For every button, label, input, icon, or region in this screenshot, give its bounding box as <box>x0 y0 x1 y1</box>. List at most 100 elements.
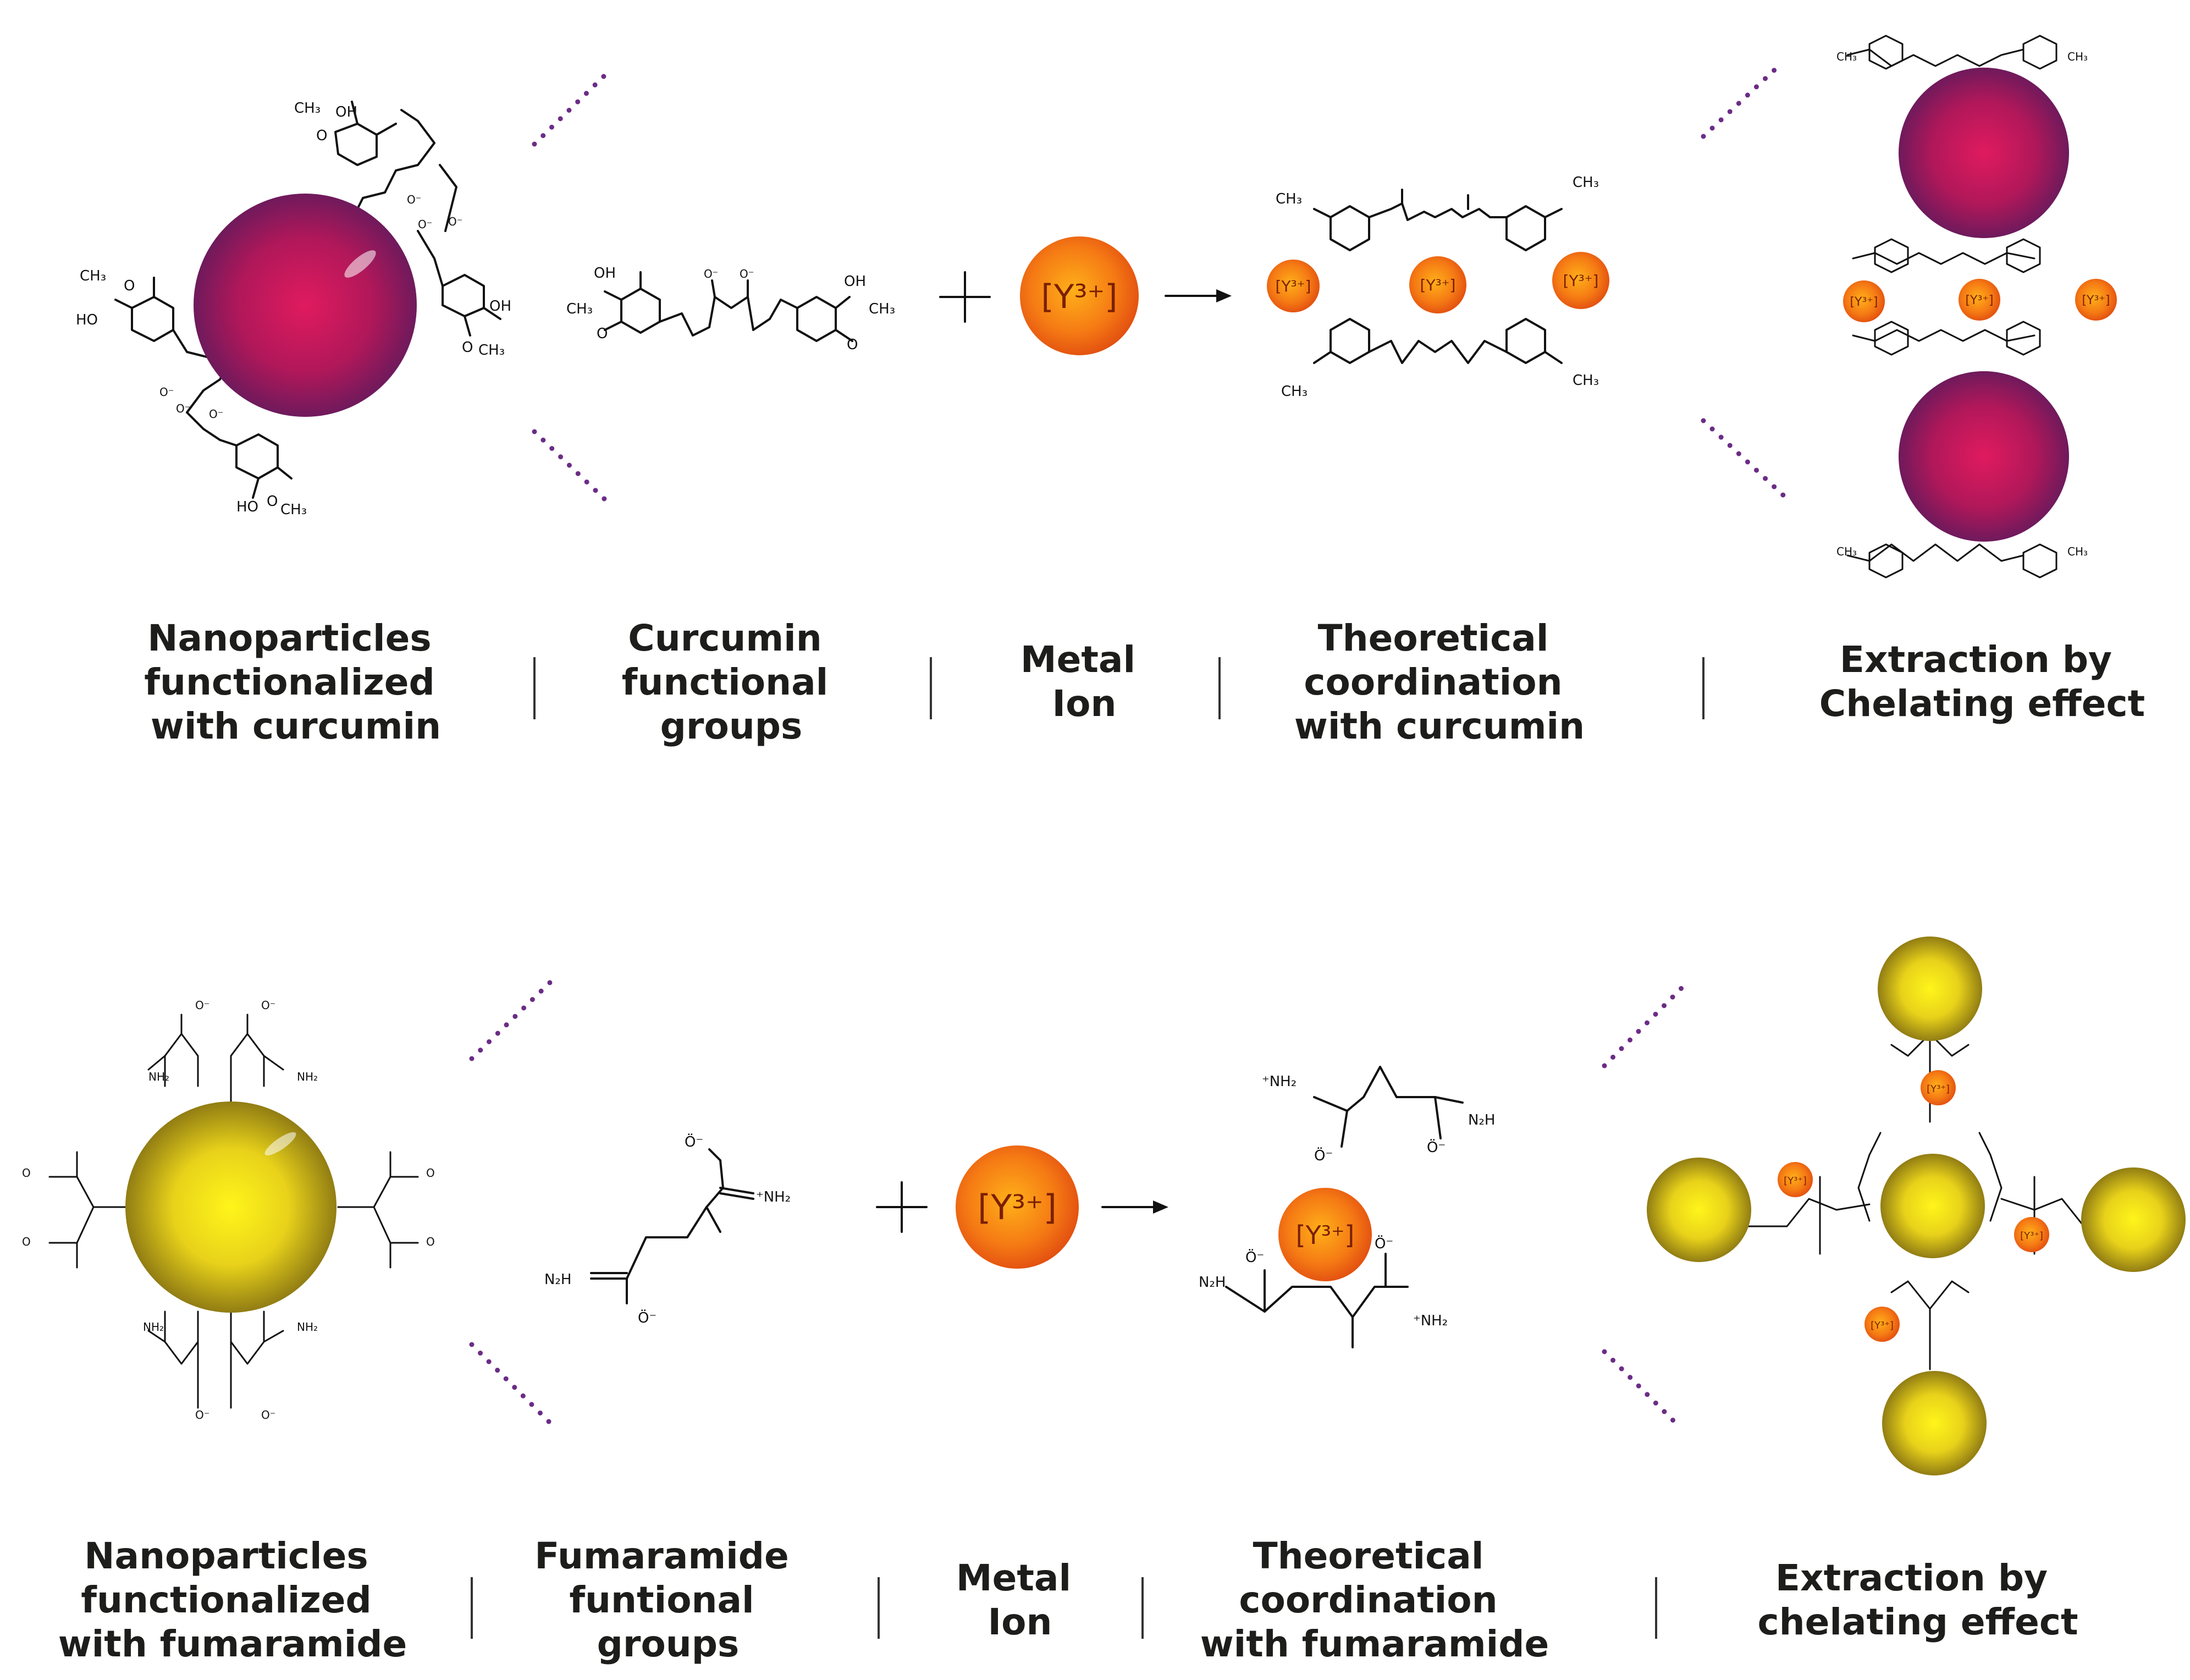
label-nanoparticles-curcumin: Nanoparticles functionalized with curcum… <box>144 617 448 747</box>
reaction-arrow <box>1165 289 1232 302</box>
chem-label-n2h: N₂H <box>1468 1112 1495 1128</box>
chem-label-ch3: CH₃ <box>2067 545 2088 558</box>
reaction-arrow <box>1101 1200 1168 1214</box>
plus-sign <box>939 271 991 323</box>
label-extraction-curcumin: Extraction by Chelating effect <box>1819 638 2145 725</box>
chem-label-o-minus: O⁻ <box>448 215 462 228</box>
label-extraction-fumaramide: Extraction by chelating effect <box>1757 1557 2078 1643</box>
chem-label-ch3: CH₃ <box>1281 383 1308 400</box>
chem-label-oh: OH <box>594 265 616 282</box>
chem-label-o-minus: O⁻ <box>704 267 718 280</box>
chem-label-ch3: CH₃ <box>1836 50 1857 63</box>
chem-label-o-minus: O⁻ <box>209 407 223 421</box>
particle-highlight <box>344 250 376 278</box>
ion-label: [Y³⁺] <box>1296 1220 1355 1250</box>
gold-nanoparticle-4 <box>1880 1154 1985 1258</box>
ion-label: [Y³⁺] <box>1784 1175 1807 1187</box>
plus-sign <box>876 1181 928 1233</box>
curcumin-coordination: [Y³⁺] [Y³⁺] [Y³⁺] CH₃ CH₃ CH₃ CH₃ <box>1267 174 1609 400</box>
ion-label: [Y³⁺] <box>1871 1320 1894 1331</box>
fumaramide-coordination: [Y³⁺] ⁺NH₂ N₂H Ö⁻ Ö⁻ N₂H Ö⁻ Ö⁻ ⁺NH₂ <box>1199 1066 1495 1348</box>
chem-label-o-anion: Ö⁻ <box>1375 1235 1393 1252</box>
chem-label-oh: OH <box>844 273 866 290</box>
ion-label: [Y³⁺] <box>2082 294 2110 307</box>
chem-label-o-minus: O⁻ <box>195 999 209 1012</box>
gold-nanoparticle-1 <box>125 1101 337 1313</box>
chem-label-nh2: NH₂ <box>297 1320 318 1334</box>
label-nanoparticles-fumaramide: Nanoparticles functionalized with fumara… <box>58 1535 407 1665</box>
purple-nanoparticle-2 <box>1899 68 2069 238</box>
chem-label-ch3: CH₃ <box>478 342 505 359</box>
ion-label: [Y³⁺] <box>1420 276 1456 294</box>
curcumin-nanoparticle-group: CH₃ OH O O⁻ O⁻ O⁻ OH O CH₃ CH₃ O HO O⁻ O… <box>76 100 511 518</box>
chem-label-o-minus: O⁻ <box>261 999 275 1012</box>
chem-label-o-anion: Ö⁻ <box>1427 1138 1446 1156</box>
chem-label-ch3: CH₃ <box>869 301 895 317</box>
dotted-connector <box>469 1342 555 1428</box>
chem-label-ch3: CH₃ <box>1573 174 1599 191</box>
chem-label-oh: OH <box>335 104 357 120</box>
metal-ion-small <box>1843 280 1885 322</box>
label-theoretical-fumaramide: Theoretical coordination with fumaramide <box>1200 1535 1549 1665</box>
dotted-connector <box>1602 1349 1680 1427</box>
curcumin-functional-group: OH CH₃ O O⁻ O⁻ OH O CH₃ <box>566 265 895 353</box>
metal-ion-small <box>1267 260 1320 312</box>
curcumin-extraction: [Y³⁺] [Y³⁺] [Y³⁺] CH₃ CH₃ CH₃ CH₃ <box>1836 35 2117 579</box>
fumaramide-functional-group: N₂H Ö⁻ Ö⁻ ⁺NH₂ <box>544 1133 791 1326</box>
chem-label-ch3: CH₃ <box>566 301 593 317</box>
curcumin-chain-lower <box>114 277 293 499</box>
metal-ion-small <box>1778 1162 1813 1197</box>
chem-label-o: O <box>426 1166 435 1180</box>
chem-label-o-anion: Ö⁻ <box>638 1309 657 1326</box>
purple-nanoparticle-3 <box>1899 371 2069 542</box>
label-curcumin-groups: Curcumin functional groups <box>622 617 841 747</box>
ion-label: [Y³⁺] <box>1850 295 1878 309</box>
chem-label-o-minus: O⁻ <box>195 1408 209 1422</box>
chem-label-nh2: NH₂ <box>148 1070 169 1083</box>
metal-ion: [Y³⁺] <box>956 1145 1079 1269</box>
ion-label: [Y³⁺] <box>1965 294 1993 307</box>
dotted-connector <box>469 977 555 1061</box>
chem-label-nh2: NH₂ <box>143 1320 164 1334</box>
purple-nanoparticle-1 <box>194 194 417 417</box>
ion-label: [Y³⁺] <box>978 1187 1057 1227</box>
label-theoretical-curcumin: Theoretical coordination with curcumin <box>1294 617 1585 747</box>
dotted-connector <box>1602 984 1685 1068</box>
chem-label-ch3: CH₃ <box>80 268 106 284</box>
chem-label-o: O <box>462 339 473 356</box>
chem-label-ch3: CH₃ <box>294 100 321 117</box>
row1-labels: Nanoparticles functionalized with curcum… <box>144 617 2145 747</box>
chem-label-o-anion: Ö⁻ <box>1314 1147 1333 1164</box>
label-metal-ion: Metal Ion <box>956 1557 1084 1643</box>
chem-label-nh2: NH₂ <box>297 1070 318 1083</box>
chem-label-o: O <box>124 278 135 294</box>
chem-label-o: O <box>316 128 327 144</box>
label-metal-ion: Metal Ion <box>1020 638 1148 725</box>
chem-label-o-anion: Ö⁻ <box>1245 1248 1264 1266</box>
ion-label: [Y³⁺] <box>2020 1230 2043 1242</box>
chem-label-o-minus: O⁻ <box>176 402 190 415</box>
chem-label-o: O <box>22 1235 31 1248</box>
ion-label: [Y³⁺] <box>1927 1083 1950 1095</box>
chem-label-ch3: CH₃ <box>2067 50 2088 63</box>
chem-label-o: O <box>426 1235 435 1248</box>
metal-ion-small <box>1921 1070 1956 1105</box>
chem-label-nh2-plus: ⁺NH₂ <box>756 1189 791 1205</box>
chem-label-ch3: CH₃ <box>1276 191 1302 207</box>
row2-labels: Nanoparticles functionalized with fumara… <box>58 1535 2078 1665</box>
chem-label-ho: HO <box>236 499 258 515</box>
ion-label: [Y³⁺] <box>1563 272 1599 290</box>
chem-label-o: O <box>597 326 608 342</box>
dotted-connector <box>1701 63 1781 139</box>
chem-label-o-anion: Ö⁻ <box>685 1133 703 1150</box>
chem-label-n2h: N₂H <box>1199 1274 1226 1291</box>
chem-label-o-minus: O⁻ <box>159 385 174 399</box>
metal-ion-small <box>1959 279 2000 321</box>
chem-label-o-minus: O⁻ <box>418 218 432 231</box>
chem-label-o-minus: O⁻ <box>407 193 421 206</box>
chem-label-oh: OH <box>489 298 511 315</box>
chem-label-o-minus: O⁻ <box>261 1408 275 1422</box>
chem-label-ch3: CH₃ <box>280 502 307 518</box>
gold-nanoparticle-5 <box>2081 1167 2186 1272</box>
chem-label-o: O <box>847 337 858 353</box>
